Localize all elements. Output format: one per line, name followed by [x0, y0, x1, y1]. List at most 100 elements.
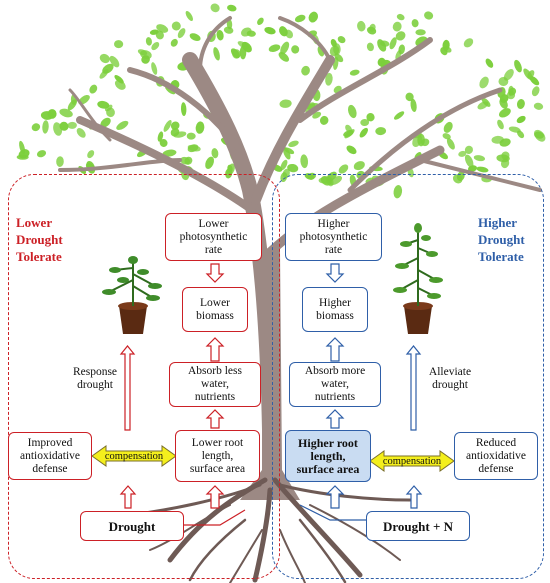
leaf	[157, 131, 164, 142]
leaf	[170, 121, 180, 130]
leaf	[89, 84, 98, 94]
leaf	[162, 149, 177, 157]
leaf	[114, 79, 126, 90]
leaf	[211, 148, 219, 159]
leaf	[375, 127, 387, 136]
leaf	[533, 102, 544, 110]
arrow-absorb-to-biomass-right	[325, 337, 345, 362]
leaf	[116, 120, 129, 130]
drought-n-box: Drought + N	[366, 511, 470, 541]
leaf	[106, 107, 115, 118]
left-panel-title: Lower Drought Tolerate	[16, 215, 63, 264]
arrow-antioxidative-to-alleviate	[405, 345, 422, 431]
drought-n-connector	[299, 504, 366, 521]
tree-branches	[58, 16, 542, 438]
leaf	[301, 65, 310, 76]
leaf	[280, 159, 288, 171]
leaf	[151, 62, 158, 75]
leaf	[405, 92, 414, 102]
leaf	[268, 44, 281, 52]
leaf	[163, 119, 172, 132]
leaf	[180, 156, 191, 165]
leaf	[100, 117, 111, 128]
reduced-antioxidative-box: Reduced antioxidative defense	[454, 432, 538, 480]
leaf	[225, 168, 233, 179]
leaf	[237, 41, 250, 50]
leaf	[285, 29, 294, 39]
leaf	[347, 104, 357, 119]
leaf	[333, 43, 341, 55]
leaf	[395, 49, 402, 61]
leaf	[377, 39, 387, 52]
compensation-label-right: compensation	[382, 455, 442, 467]
leaf	[366, 42, 374, 52]
leaf	[369, 23, 376, 32]
leaf	[531, 86, 540, 97]
left-panel	[8, 174, 280, 579]
leaf	[294, 14, 306, 23]
leaf	[527, 70, 535, 79]
leaf	[415, 29, 426, 36]
right-arrows	[325, 263, 423, 509]
drought-connector	[184, 509, 246, 526]
lower-photosynthetic-rate-box: Lower photosynthetic rate	[165, 213, 262, 261]
higher-biomass-box: Higher biomass	[302, 287, 368, 332]
leaf	[338, 164, 349, 174]
leaf	[114, 40, 124, 49]
alleviate-drought-note: Alleviate drought	[428, 366, 472, 391]
tree-canopy	[16, 3, 546, 199]
leaf	[392, 21, 402, 32]
leaf	[349, 69, 360, 76]
leaf	[189, 33, 201, 41]
leaf	[177, 28, 186, 39]
leaf	[442, 133, 451, 140]
leaf	[47, 109, 57, 119]
leaf	[300, 154, 309, 169]
arrow-absorb-to-biomass	[205, 337, 225, 362]
leaf	[232, 49, 241, 59]
leaf	[360, 118, 370, 127]
leaf	[514, 59, 522, 73]
leaf	[501, 151, 510, 160]
leaf	[395, 31, 406, 41]
leaf	[329, 175, 343, 186]
absorb-more-water-box: Absorb more water, nutrients	[289, 362, 381, 407]
higher-root-length-box: Higher root length, surface area	[285, 430, 371, 482]
arrow-photosynthesis-to-biomass-right	[325, 263, 345, 283]
right-panel-title: Higher Drought Tolerate	[478, 215, 525, 264]
leaf	[226, 19, 233, 30]
leaf	[291, 45, 300, 54]
leaf	[503, 69, 514, 81]
drought-box: Drought	[80, 511, 184, 541]
leaf	[141, 55, 150, 64]
arrow-photosynthesis-to-biomass	[205, 263, 225, 283]
potted-plant-left	[102, 256, 162, 334]
leaf	[210, 3, 220, 13]
leaf	[185, 10, 193, 22]
left-arrows	[119, 263, 225, 509]
potted-plant-right	[393, 223, 443, 334]
leaf	[319, 115, 329, 125]
leaf	[239, 45, 247, 60]
leaf	[67, 121, 77, 129]
leaf	[171, 21, 181, 31]
compensation-label-left: compensation	[104, 450, 164, 462]
leaf	[213, 47, 220, 61]
lower-root-length-box: Lower root length, surface area	[175, 430, 260, 482]
leaf	[463, 38, 474, 48]
leaf	[279, 99, 292, 108]
leaf	[516, 99, 525, 109]
leaf	[485, 58, 494, 68]
leaf	[325, 72, 333, 86]
leaf	[508, 126, 521, 133]
leaf	[76, 128, 86, 138]
leaf	[187, 144, 201, 152]
leaf	[506, 90, 516, 100]
leaf	[476, 166, 489, 173]
leaf	[99, 53, 110, 64]
arrow-drought-to-root	[205, 485, 225, 509]
leaf	[529, 76, 540, 86]
arrow-antioxidative-to-response	[119, 345, 136, 431]
